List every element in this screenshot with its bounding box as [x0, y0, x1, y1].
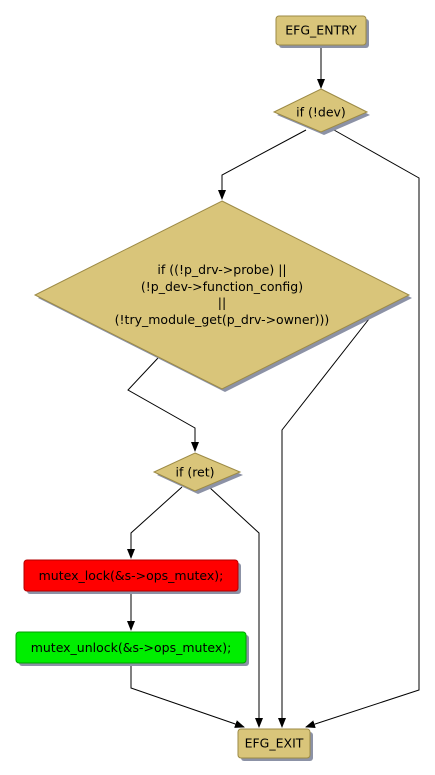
- edge-cond-dev-to-exit: [305, 129, 420, 729]
- edge-cond-probe-to-exit: [278, 309, 377, 728]
- cond-probe-node: if ((!p_drv->probe) || (!p_dev->function…: [33, 200, 412, 392]
- cond-dev-label: if (!dev): [296, 105, 346, 120]
- exit-label: EFG_EXIT: [245, 736, 304, 751]
- mutex-lock-label: mutex_lock(&s->ops_mutex);: [39, 568, 224, 583]
- cond-probe-line-1: if ((!p_drv->probe) ||: [157, 262, 286, 277]
- cond-ret-label: if (ret): [175, 465, 214, 480]
- entry-node: EFG_ENTRY: [275, 15, 369, 48]
- cond-probe-line-3: ||: [218, 295, 226, 310]
- cond-probe-line-4: (!try_module_get(p_drv->owner))): [115, 312, 330, 327]
- edges: [127, 45, 420, 729]
- exit-node: EFG_EXIT: [237, 728, 313, 761]
- cond-ret-node: if (ret): [152, 452, 243, 494]
- mutex-unlock-node: mutex_unlock(&s->ops_mutex);: [15, 631, 249, 666]
- edge-cond-probe-to-cond-ret: [127, 357, 199, 452]
- edge-cond-ret-to-lock: [127, 486, 183, 559]
- mutex-lock-node: mutex_lock(&s->ops_mutex);: [23, 559, 241, 594]
- edge-cond-ret-to-exit: [208, 486, 263, 728]
- entry-label: EFG_ENTRY: [285, 23, 357, 38]
- edge-cond-dev-to-cond-probe: [218, 129, 307, 200]
- cond-probe-line-2: (!p_dev->function_config): [141, 279, 303, 294]
- mutex-unlock-label: mutex_unlock(&s->ops_mutex);: [31, 640, 232, 655]
- edge-unlock-to-exit: [130, 663, 245, 728]
- cond-dev-node: if (!dev): [272, 88, 370, 135]
